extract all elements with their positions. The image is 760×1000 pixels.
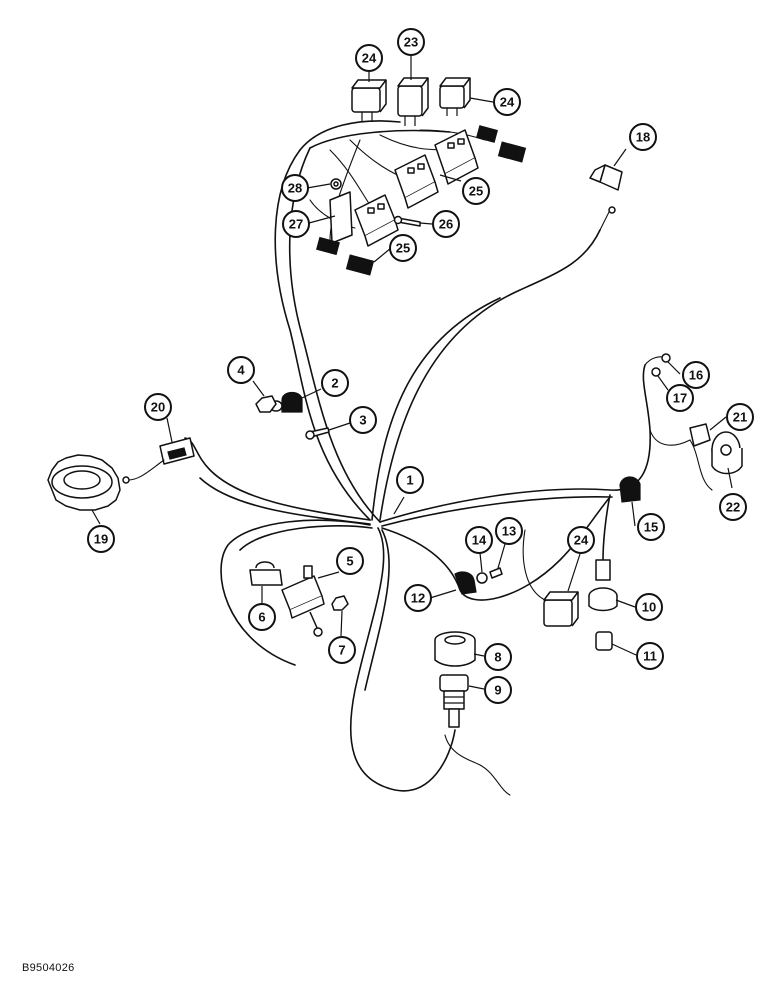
svg-text:28: 28 (288, 181, 302, 196)
svg-text:6: 6 (258, 610, 265, 625)
clip-15 (619, 476, 641, 503)
pressure-switch-10 (588, 559, 618, 612)
mounting-bracket (329, 191, 353, 244)
svg-text:19: 19 (94, 532, 108, 547)
callout-17: 17 (666, 384, 694, 412)
callout-6: 6 (248, 603, 276, 631)
sensor-21 (689, 423, 711, 447)
callout-13: 13 (495, 517, 523, 545)
callout-25-upper: 25 (462, 177, 490, 205)
svg-text:17: 17 (673, 391, 687, 406)
harness-wires (184, 120, 713, 796)
callout-18: 18 (629, 123, 657, 151)
svg-text:24: 24 (574, 533, 589, 548)
callout-20: 20 (144, 393, 172, 421)
svg-text:26: 26 (439, 217, 453, 232)
svg-text:13: 13 (502, 524, 516, 539)
callout-8: 8 (484, 643, 512, 671)
callout-24-top-left: 24 (355, 44, 383, 72)
callout-28: 28 (281, 174, 309, 202)
svg-text:4: 4 (237, 363, 245, 378)
svg-text:23: 23 (404, 35, 418, 50)
svg-text:25: 25 (469, 184, 483, 199)
callout-9: 9 (484, 676, 512, 704)
figure-code: B9504026 (22, 962, 75, 974)
nut-4 (255, 395, 277, 413)
horn-19 (47, 454, 121, 511)
svg-text:8: 8 (494, 650, 501, 665)
bolt-13 (489, 567, 503, 579)
nut-16 (661, 353, 671, 363)
callout-15: 15 (637, 513, 665, 541)
relay-top-right (439, 77, 471, 116)
relay-socket-center (394, 154, 439, 209)
svg-text:14: 14 (472, 533, 487, 548)
svg-text:25: 25 (396, 241, 410, 256)
callout-4: 4 (227, 356, 255, 384)
callout-22: 22 (719, 493, 747, 521)
relay-top-center (397, 77, 429, 126)
callout-24-lower: 24 (567, 526, 595, 554)
callout-12: 12 (404, 584, 432, 612)
switch-5 (281, 565, 325, 637)
nut-14 (476, 572, 488, 584)
callout-2: 2 (321, 369, 349, 397)
svg-text:1: 1 (406, 473, 413, 488)
svg-text:21: 21 (733, 410, 747, 425)
sender-9 (439, 674, 469, 728)
svg-text:10: 10 (642, 600, 656, 615)
svg-text:20: 20 (151, 400, 165, 415)
callout-5: 5 (336, 547, 364, 575)
connector-upper (476, 125, 527, 163)
svg-text:27: 27 (289, 217, 303, 232)
relay-lower (543, 591, 579, 627)
svg-text:7: 7 (338, 643, 345, 658)
callout-16: 16 (682, 361, 710, 389)
leader-lines (91, 56, 733, 690)
svg-text:11: 11 (643, 649, 657, 664)
callout-21: 21 (726, 403, 754, 431)
relay-socket-left (354, 194, 399, 247)
svg-text:3: 3 (359, 413, 366, 428)
callout-19: 19 (87, 525, 115, 553)
screw-26 (393, 215, 421, 227)
bracket-6 (249, 561, 283, 586)
svg-text:22: 22 (726, 500, 740, 515)
svg-text:9: 9 (494, 683, 501, 698)
callout-14: 14 (465, 526, 493, 554)
bracket-20 (122, 437, 195, 484)
callout-11: 11 (636, 642, 664, 670)
relay-socket-right (434, 129, 479, 185)
connector-lower (316, 236, 375, 276)
svg-text:16: 16 (689, 368, 703, 383)
svg-text:12: 12 (411, 591, 425, 606)
bolt-3 (305, 427, 330, 440)
callout-26: 26 (432, 210, 460, 238)
callout-25-lower: 25 (389, 234, 417, 262)
callout-1: 1 (396, 466, 424, 494)
callout-3: 3 (349, 406, 377, 434)
callout-7: 7 (328, 636, 356, 664)
adapter-8 (434, 631, 476, 667)
washer-17 (651, 367, 661, 377)
svg-text:24: 24 (362, 51, 377, 66)
svg-text:18: 18 (636, 130, 650, 145)
cap-11 (595, 631, 613, 651)
callout-24-top-right: 24 (493, 88, 521, 116)
nut-7 (331, 595, 349, 611)
svg-text:24: 24 (500, 95, 515, 110)
callout-27: 27 (282, 210, 310, 238)
relay-top-left (351, 79, 387, 122)
nut-28 (330, 178, 342, 190)
callout-23: 23 (397, 28, 425, 56)
svg-text:15: 15 (644, 520, 658, 535)
temperature-sender-18 (589, 164, 623, 214)
svg-text:5: 5 (346, 554, 353, 569)
svg-text:2: 2 (331, 376, 338, 391)
clamp-12 (454, 571, 477, 595)
solenoid-22 (711, 431, 743, 475)
callout-10: 10 (635, 593, 663, 621)
